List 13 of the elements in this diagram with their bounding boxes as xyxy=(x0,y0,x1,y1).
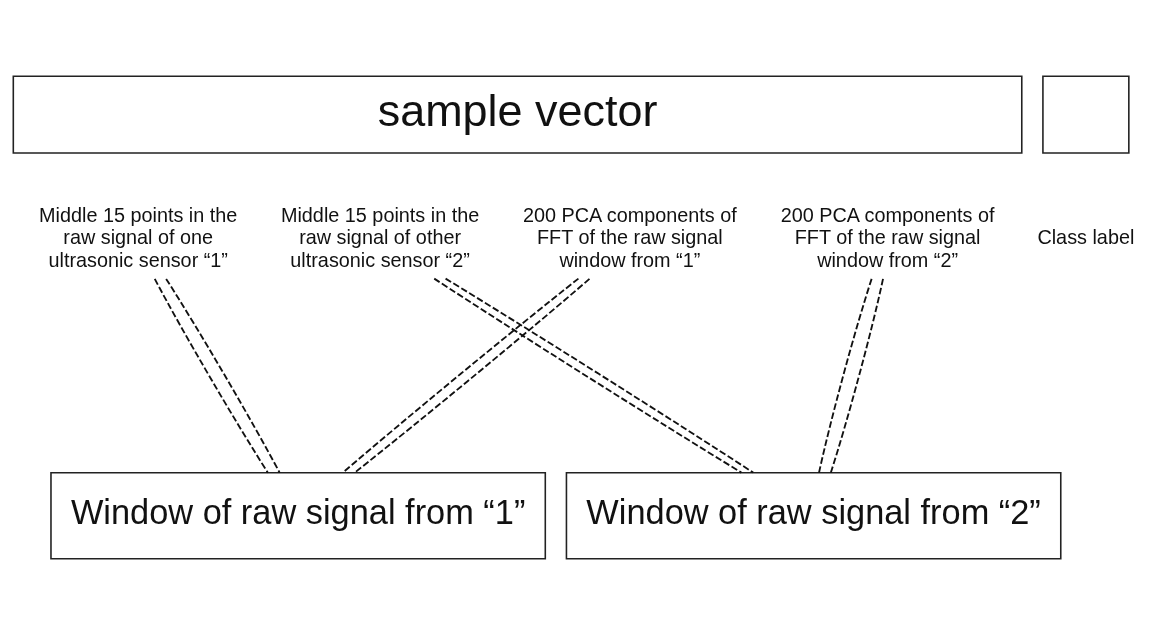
node-text: Middle 15 points in the raw signal of one ultrasonic sensor “1” xyxy=(39,203,238,271)
connector xyxy=(829,277,884,474)
node-box xyxy=(1042,75,1130,154)
node-text: Middle 15 points in the raw signal of other ultrasonic sensor “2” xyxy=(280,203,480,271)
node-box: sample vector xyxy=(12,75,1023,154)
node-text: 200 PCA components of FFT of the raw signal window from “1” xyxy=(523,203,737,271)
node-box: Window of raw signal from “1” xyxy=(50,471,547,559)
connector xyxy=(818,277,873,474)
label: Class label xyxy=(1037,225,1135,248)
node-text: 200 PCA components of FFT of the raw signal window from “2” xyxy=(780,203,995,271)
connector xyxy=(153,277,269,474)
connector xyxy=(165,277,281,474)
node-box: Window of raw signal from “2” xyxy=(565,471,1062,559)
